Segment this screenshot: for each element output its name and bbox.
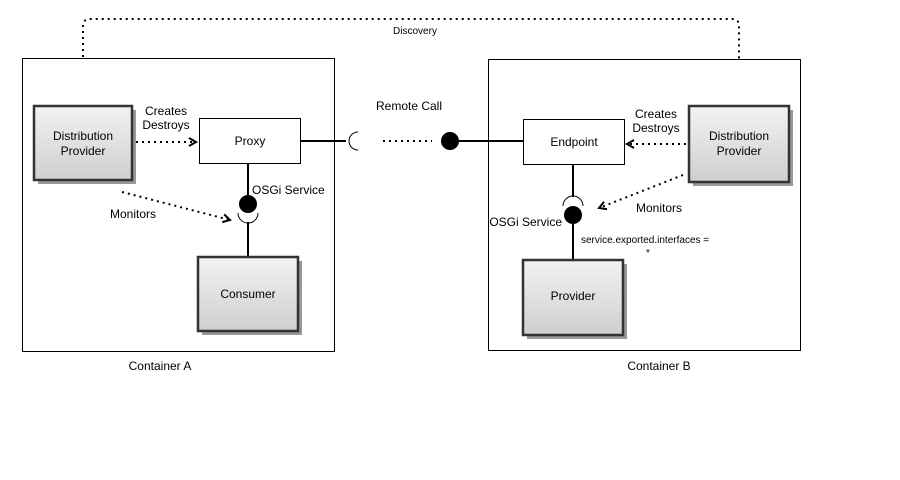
proxy-box: Proxy	[199, 118, 301, 164]
osgi-service-ball-a	[239, 195, 257, 213]
svg-text:Distribution: Distribution	[53, 129, 113, 143]
osgi-service-label-a: OSGi Service	[252, 183, 325, 197]
discovery-label: Discovery	[393, 26, 437, 37]
svg-text:Provider: Provider	[717, 144, 762, 158]
container-a-label: Container A	[129, 359, 192, 373]
creates-label-a: Creates	[145, 104, 187, 118]
destroys-label-a: Destroys	[142, 118, 189, 132]
service-socket-b-icon	[562, 195, 584, 207]
provider-box: Provider	[521, 258, 627, 339]
osgi-service-label-b: OSGi Service	[489, 215, 562, 229]
creates-label-b: Creates	[635, 107, 677, 121]
osgi-service-ball-b	[564, 206, 582, 224]
container-b-label: Container B	[627, 359, 690, 373]
service-property-value: *	[646, 248, 650, 259]
destroys-label-b: Destroys	[632, 121, 679, 135]
endpoint-box: Endpoint	[523, 119, 625, 165]
remote-call-label: Remote Call	[376, 99, 442, 113]
remote-ball-icon	[441, 132, 459, 150]
distribution-provider-b: Distribution Provider	[687, 104, 793, 186]
service-property-label: service.exported.interfaces =	[581, 235, 709, 246]
monitors-label-b: Monitors	[636, 201, 682, 215]
consumer-box: Consumer	[196, 255, 302, 335]
svg-text:Consumer: Consumer	[220, 287, 275, 301]
svg-text:Distribution: Distribution	[709, 129, 769, 143]
svg-text:Provider: Provider	[61, 144, 106, 158]
monitors-label-a: Monitors	[110, 207, 156, 221]
remote-socket-icon	[348, 131, 359, 151]
svg-text:Proxy: Proxy	[235, 134, 266, 148]
distribution-provider-a: Distribution Provider	[32, 104, 136, 184]
svg-text:Endpoint: Endpoint	[550, 135, 598, 149]
svg-text:Provider: Provider	[551, 289, 596, 303]
monitors-arrow-a	[121, 191, 230, 220]
